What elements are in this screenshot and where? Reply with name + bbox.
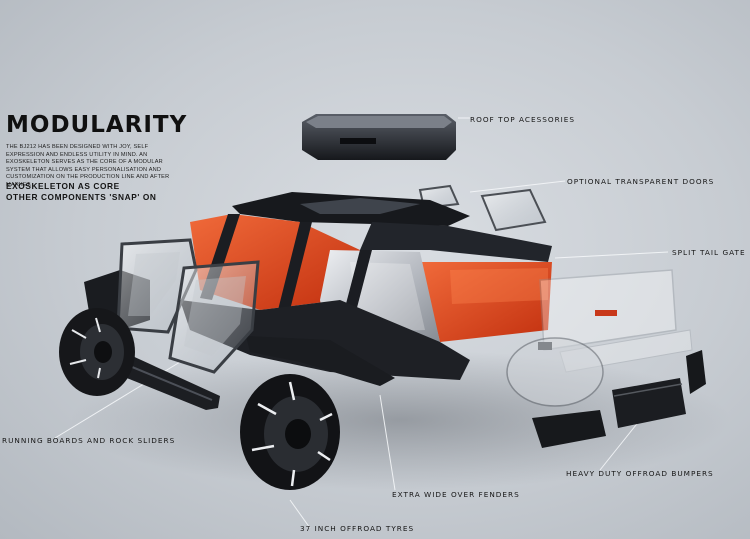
front-wheel — [59, 308, 135, 396]
exoskeleton-caption-line1: EXOSKELETON AS CORE — [6, 181, 120, 191]
running-board — [112, 354, 220, 410]
exoskeleton-caption-line2: OTHER COMPONENTS 'SNAP' ON — [6, 192, 157, 202]
transparent-doors — [116, 238, 260, 374]
callout-fenders: EXTRA WIDE OVER FENDERS — [392, 490, 520, 499]
rear-bumpers — [532, 350, 706, 448]
description-text: The BJ212 has been designed with joy, se… — [6, 144, 170, 188]
callout-tyres: 37 INCH OFFROAD TYRES — [300, 524, 415, 533]
page-title: MODULARITY — [6, 112, 188, 138]
rear-wheel — [506, 337, 604, 407]
callout-running-boards: RUNNING BOARDS AND ROCK SLIDERS — [2, 436, 176, 445]
callout-doors: OPTIONAL TRANSPARENT DOORS — [567, 177, 715, 186]
callout-bumpers: HEAVY DUTY OFFROAD BUMPERS — [566, 469, 714, 478]
callout-roof: ROOF TOP ACESSORIES — [470, 115, 576, 124]
exoskeleton-caption: EXOSKELETON AS CORE OTHER COMPONENTS 'SN… — [6, 181, 206, 203]
roof-pod — [302, 114, 456, 160]
callout-tailgate: SPLIT TAIL GATE — [672, 248, 746, 257]
main-wheel — [240, 374, 340, 490]
